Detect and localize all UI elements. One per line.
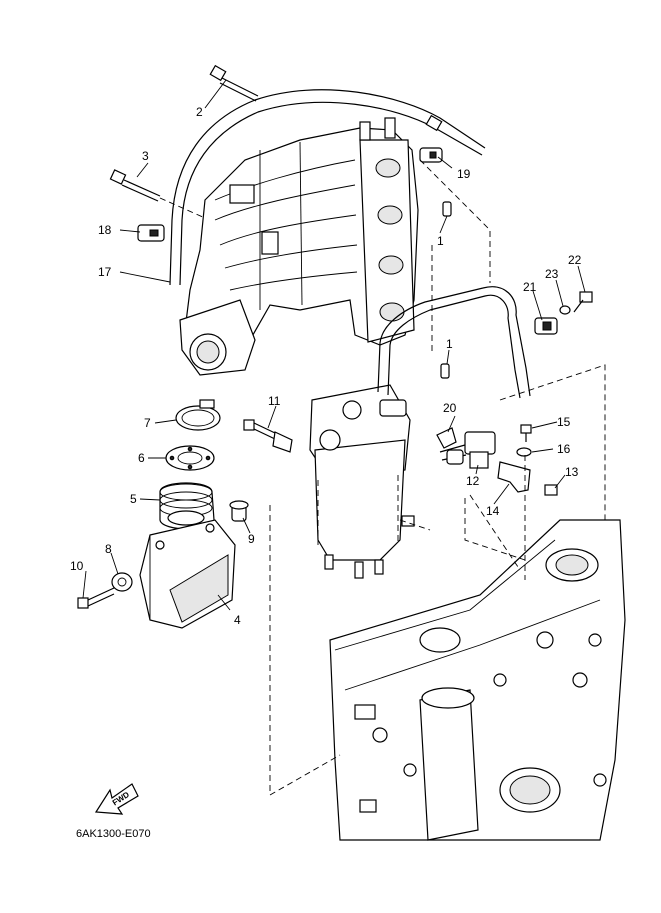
- callout-11: 11: [268, 394, 281, 408]
- callout-18: 18: [98, 223, 112, 237]
- gasket-6: [165, 445, 215, 471]
- callout-21: 21: [523, 280, 537, 294]
- callout-4: 4: [234, 613, 241, 627]
- callout-2: 2: [196, 105, 203, 119]
- callout-10: 10: [70, 559, 84, 573]
- callout-23: 23: [545, 267, 559, 281]
- callout-19: 19: [457, 167, 471, 181]
- sensor-12: [439, 431, 496, 469]
- callout-8: 8: [105, 542, 112, 556]
- hose-21: [377, 286, 593, 399]
- callout-14: 14: [486, 504, 500, 518]
- bolt-3: [109, 169, 206, 219]
- callout-5: 5: [130, 492, 137, 506]
- intake-manifold: [179, 117, 419, 376]
- bolt-2: [209, 64, 259, 102]
- callout-7: 7: [144, 416, 151, 430]
- vapor-separator: [309, 384, 415, 579]
- diagram-code: 6AK1300-E070: [76, 828, 151, 840]
- bolt-15: [520, 424, 532, 442]
- joint-5: [159, 482, 215, 530]
- callout-15: 15: [557, 415, 571, 429]
- collar-9: [229, 500, 249, 522]
- fwd-arrow-icon: FWD: [94, 783, 139, 815]
- nut-13: [544, 484, 558, 496]
- bolt-10: [77, 587, 115, 609]
- reference-lines: [269, 159, 606, 796]
- callout-22: 22: [568, 253, 582, 267]
- callouts: 1 1 2 3 4 5 6 7 8 9 10 11 12 13 14 15 16…: [70, 105, 582, 627]
- dowel-pin-b: [440, 363, 450, 379]
- washer-16: [516, 447, 532, 457]
- clip-20: [436, 427, 457, 449]
- callout-1b: 1: [446, 337, 453, 351]
- callout-20: 20: [443, 401, 457, 415]
- cylinder-block: [329, 519, 626, 841]
- callout-17: 17: [98, 265, 112, 279]
- clip-18: [137, 224, 165, 242]
- grommet-8: [111, 572, 133, 592]
- bracket-14: [497, 461, 531, 493]
- callout-12: 12: [466, 474, 480, 488]
- callout-16: 16: [557, 442, 571, 456]
- hose-clamp-7: [175, 399, 221, 431]
- callout-13: 13: [565, 465, 579, 479]
- leader-lines: [82, 79, 586, 611]
- callout-6: 6: [138, 451, 145, 465]
- callout-3: 3: [142, 149, 149, 163]
- callout-9: 9: [248, 532, 255, 546]
- silencer-4: [139, 519, 236, 629]
- dowel-pin-a: [442, 201, 452, 217]
- callout-1a: 1: [437, 234, 444, 248]
- bolt-11: [243, 419, 293, 453]
- clip-19: [419, 147, 443, 163]
